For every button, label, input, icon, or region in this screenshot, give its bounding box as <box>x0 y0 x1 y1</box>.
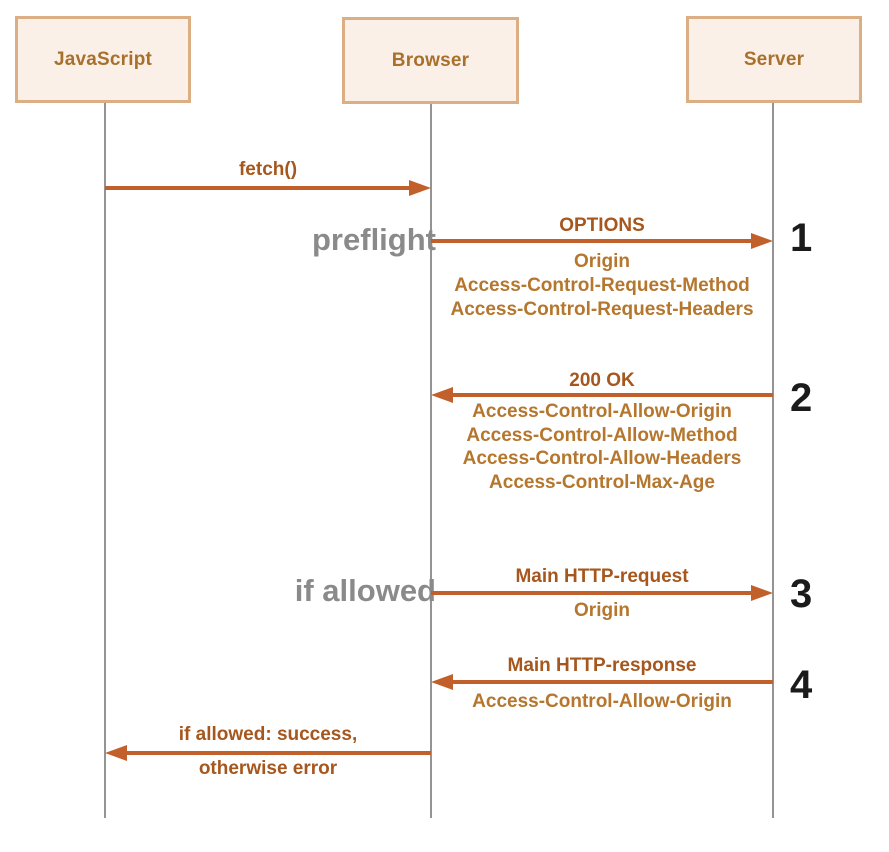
options-request-headers: Origin Access-Control-Request-Method Acc… <box>431 250 773 322</box>
main-request-message-label: Main HTTP-request <box>515 566 689 587</box>
fetch-arrow <box>105 178 431 198</box>
header-line: Access-Control-Allow-Origin <box>472 401 732 422</box>
header-line: Origin <box>574 251 630 272</box>
header-line: Origin <box>574 600 630 621</box>
arrowhead-left-icon <box>431 387 453 403</box>
lifeline-server <box>772 103 774 818</box>
arrowhead-right-icon <box>751 585 773 601</box>
arrow-line <box>431 591 751 595</box>
result-message-label-line1: if allowed: success, <box>178 724 358 745</box>
arrowhead-right-icon <box>409 180 431 196</box>
step-number-2: 2 <box>790 376 813 420</box>
main-response-arrow <box>431 672 773 692</box>
main-request-arrow <box>431 583 773 603</box>
header-line: Access-Control-Max-Age <box>489 472 715 494</box>
actor-box-javascript: JavaScript <box>15 16 191 103</box>
main-request-headers: Origin <box>431 599 773 623</box>
fetch-message-label: fetch() <box>238 159 298 180</box>
actor-box-server: Server <box>686 16 862 103</box>
header-line: Access-Control-Request-Method <box>454 275 750 296</box>
lifeline-browser <box>430 104 432 818</box>
arrow-line <box>431 239 751 243</box>
step-number-1: 1 <box>790 216 813 260</box>
ok-message-label: 200 OK <box>569 370 635 391</box>
result-arrow <box>105 743 431 763</box>
result-message-label-line2: otherwise error <box>198 758 338 779</box>
options-message-label: OPTIONS <box>559 215 645 236</box>
arrowhead-left-icon <box>431 674 453 690</box>
arrowhead-left-icon <box>105 745 127 761</box>
ok-arrow <box>431 385 773 405</box>
arrow-line <box>105 186 409 190</box>
actor-label-server: Server <box>743 48 805 70</box>
header-line: Access-Control-Allow-Headers <box>462 448 742 470</box>
step-number-3: 3 <box>790 572 813 616</box>
actor-label-javascript: JavaScript <box>53 48 153 70</box>
arrow-line <box>127 751 431 755</box>
main-response-message-label: Main HTTP-response <box>507 655 697 676</box>
header-line: Access-Control-Request-Headers <box>450 299 754 320</box>
header-line: Access-Control-Allow-Method <box>466 424 738 446</box>
arrow-line <box>453 393 773 397</box>
if-allowed-note: if allowed <box>294 573 436 608</box>
actor-label-browser: Browser <box>391 49 470 71</box>
arrowhead-right-icon <box>751 233 773 249</box>
main-response-headers: Access-Control-Allow-Origin <box>431 690 773 714</box>
ok-response-headers: Access-Control-Allow-Origin Access-Contr… <box>431 400 773 495</box>
preflight-note: preflight <box>312 222 436 257</box>
options-arrow <box>431 231 773 251</box>
header-line: Access-Control-Allow-Origin <box>472 691 732 712</box>
arrow-line <box>453 680 773 684</box>
actor-box-browser: Browser <box>342 17 519 104</box>
step-number-4: 4 <box>790 663 813 707</box>
lifeline-javascript <box>104 103 106 818</box>
